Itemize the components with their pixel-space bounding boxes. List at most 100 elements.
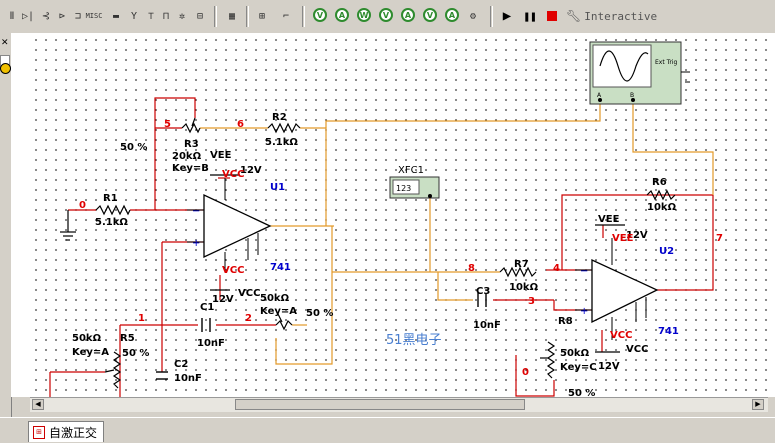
diode-icon[interactable]: ▷|	[21, 10, 35, 22]
r8-value: 50kΩ	[560, 348, 590, 359]
r6-name: R6	[652, 177, 667, 188]
net-8: 8	[468, 263, 475, 274]
scroll-left-icon[interactable]: ◀	[32, 399, 44, 410]
tab-label: 自激正交	[49, 425, 98, 440]
connector-icon[interactable]: ✲	[178, 10, 186, 22]
u2-vee-net: VEE	[612, 233, 634, 244]
u1-vee: VEE	[210, 150, 232, 161]
net-0-a: 0	[79, 200, 86, 211]
misc-button[interactable]: MISC	[82, 6, 106, 26]
r3-value: 20kΩ	[172, 151, 202, 162]
circuit-diagram[interactable]: − + − +	[11, 33, 775, 397]
u1-vcc-voltage: 12V	[212, 294, 234, 305]
stop-icon[interactable]	[542, 6, 562, 26]
u1-vcc-net: VCC	[222, 169, 244, 180]
oscilloscope-xsc1[interactable]	[589, 41, 690, 105]
scroll-thumb[interactable]	[235, 399, 525, 410]
u2-name: U2	[659, 246, 674, 257]
u2-part: 741	[658, 326, 679, 337]
u1-name: U1	[270, 182, 285, 193]
toolbar-separator	[302, 6, 305, 27]
r7-value: 10kΩ	[509, 282, 539, 293]
net-3: 3	[528, 296, 535, 307]
opamp-u1[interactable]: − +	[187, 178, 272, 272]
r4-pct: 50 %	[306, 308, 333, 319]
function-generator-icon[interactable]: A	[335, 8, 349, 22]
opamp-u2[interactable]: − +	[575, 238, 659, 340]
resistor-r5	[112, 351, 122, 389]
u1-vcc-pin: VCC	[222, 265, 244, 276]
relay-icon[interactable]: ⊓	[162, 10, 170, 22]
net-5: 5	[164, 119, 171, 130]
net-1: 1	[138, 313, 145, 324]
schematic-doc-icon: ⊞	[33, 425, 45, 439]
svg-text:−: −	[192, 206, 200, 217]
settings-gear-icon[interactable]: ⚙	[469, 10, 477, 22]
bode-plotter-icon[interactable]: A	[401, 8, 415, 22]
frequency-counter-icon[interactable]: V	[423, 8, 437, 22]
net-4: 4	[553, 263, 560, 274]
wattmeter-icon[interactable]: W	[357, 8, 371, 22]
r4-value: 50kΩ	[260, 293, 290, 304]
u2-vcc-voltage: 12V	[598, 361, 620, 372]
resistor-r2	[267, 122, 301, 134]
simulation-mode[interactable]: 🔧︎ Interactive	[566, 9, 657, 23]
power-icon[interactable]: ⊤	[147, 10, 155, 22]
net-labels: 0 5 6 1 2 8 4 3 7 0	[79, 119, 723, 378]
run-icon[interactable]: ▶	[502, 8, 512, 24]
scope-waveform-icon	[599, 50, 649, 82]
svg-text:+: +	[580, 306, 588, 317]
orange-wires	[200, 104, 714, 365]
r4-key: Key=A	[260, 306, 297, 317]
document-tab-bar: ⊞ 自激正交	[0, 417, 775, 443]
logic-icon[interactable]: ⊐	[74, 10, 82, 22]
u1-vcc-label: VCC	[238, 288, 260, 299]
transistor-icon[interactable]: ⊰	[41, 10, 51, 22]
r5-key: Key=A	[72, 347, 109, 358]
capacitor-icon[interactable]: ⊟	[196, 10, 204, 22]
r1-name: R1	[103, 193, 118, 204]
c1-name: C1	[200, 302, 214, 313]
schematic-canvas[interactable]: − + − +	[11, 33, 775, 397]
watermark: 51黑电子	[386, 333, 442, 348]
frequency-counter-xfc1[interactable]	[389, 176, 440, 199]
antenna-icon[interactable]: Y	[130, 10, 138, 22]
scope-ext-trig-label: Ext Trig	[655, 59, 678, 66]
mode-label: Interactive	[584, 9, 658, 23]
u1-part: 741	[270, 262, 291, 273]
r3-name: R3	[184, 139, 199, 150]
r5-value: 50kΩ	[72, 333, 102, 344]
pause-icon[interactable]: ❚❚	[523, 9, 537, 23]
r2-value: 5.1kΩ	[265, 137, 298, 148]
resistors	[95, 117, 676, 389]
r8-pct: 50 %	[568, 388, 595, 397]
svg-text:−: −	[580, 266, 588, 277]
tab-schematic[interactable]: ⊞ 自激正交	[28, 421, 105, 442]
resistor-r4	[275, 319, 293, 331]
multimeter-icon[interactable]: V	[313, 8, 327, 22]
word-generator-icon[interactable]: A	[445, 8, 459, 22]
r3-pct: 50 %	[120, 142, 147, 153]
scroll-right-icon[interactable]: ▶	[752, 399, 764, 410]
chip-icon[interactable]: ▦	[228, 10, 236, 22]
u1-vee-voltage: 12V	[240, 165, 262, 176]
panel-indicator-icon	[0, 63, 11, 74]
oscilloscope-icon[interactable]: V	[379, 8, 393, 22]
panel-close-icon[interactable]: ✕	[1, 38, 9, 48]
r5-name: R5	[120, 333, 135, 344]
frequency-icon[interactable]: Ⅱ	[9, 10, 15, 22]
opamp-icon[interactable]: ⊳	[58, 10, 66, 22]
c3-name: C3	[476, 286, 490, 297]
indicator-icon[interactable]: ▬	[112, 10, 120, 22]
net-6: 6	[237, 119, 244, 130]
r7-name: R7	[514, 259, 529, 270]
capacitors	[156, 293, 487, 380]
toolbar-separator	[490, 6, 493, 27]
resistor-r6	[646, 189, 676, 201]
c1-value: 10nF	[197, 338, 225, 349]
hierarchy-icon[interactable]: ⊞	[258, 10, 266, 22]
toolbar-separator	[246, 6, 249, 27]
horizontal-scrollbar[interactable]: ◀ ▶	[30, 397, 768, 412]
bus-icon[interactable]: ⌐	[282, 10, 290, 22]
power-net-labels: VCC VCC VEE VCC	[222, 169, 634, 341]
